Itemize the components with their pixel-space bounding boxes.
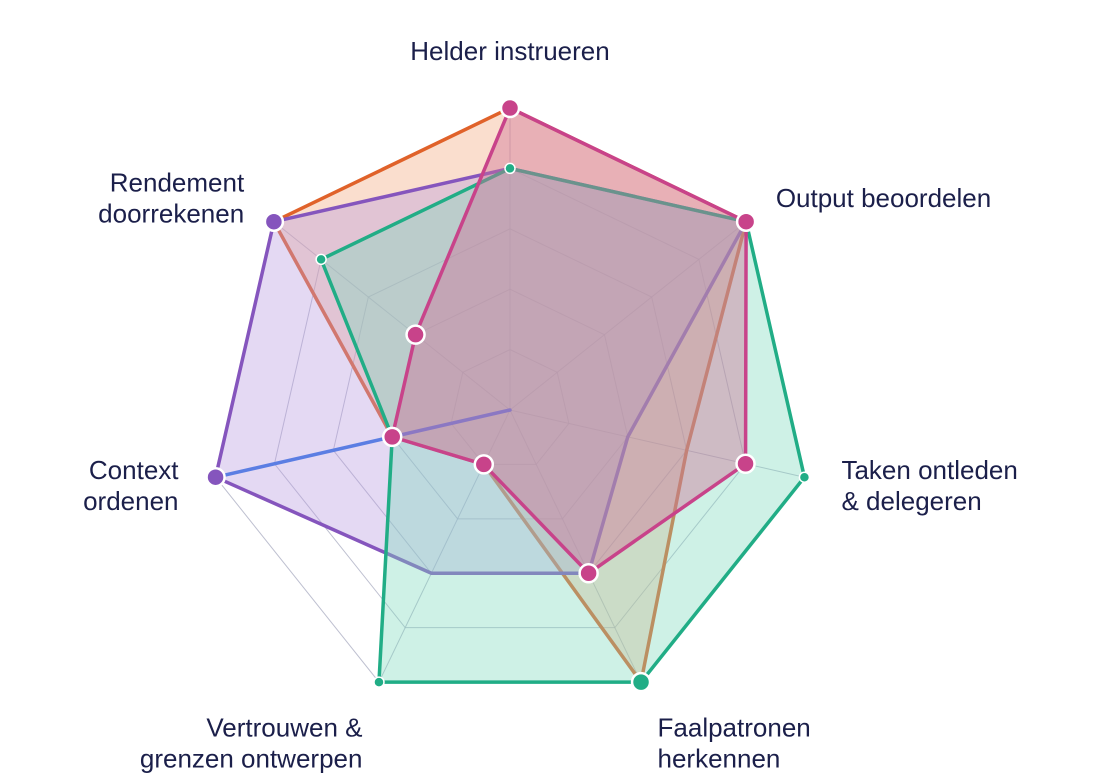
- series-4-point: [405, 324, 426, 345]
- axis-label-line: doorrekenen: [98, 199, 244, 229]
- radar-series: [213, 106, 807, 684]
- axis-spoke: [509, 409, 642, 683]
- series-4-point: [735, 453, 756, 475]
- series-0-point: [630, 671, 652, 693]
- axis-spoke: [509, 221, 747, 411]
- axis-label-line: & delegeren: [841, 486, 981, 516]
- axis-label-line: Vertrouwen &: [206, 712, 362, 742]
- series-4-point: [499, 97, 521, 119]
- series-2-point: [373, 676, 385, 688]
- axis-label: Output beoordelen: [776, 183, 991, 213]
- axis-label: Helder instrueren: [410, 36, 609, 66]
- axis-spoke: [273, 221, 511, 411]
- axis-label-line: Taken ontleden: [841, 455, 1017, 485]
- series-4-point: [578, 563, 599, 584]
- axis-label: Vertrouwen &grenzen ontwerpen: [140, 712, 363, 773]
- series-4-point: [381, 426, 403, 448]
- axis-label-line: Faalpatronen: [658, 712, 811, 742]
- series-4-point: [735, 211, 757, 232]
- radar-points: [205, 97, 811, 693]
- series-2-point: [315, 253, 327, 266]
- grid-ring: [450, 349, 570, 465]
- axis-label-line: Context: [89, 455, 179, 485]
- series-4-point: [473, 454, 495, 475]
- axis-label-line: ordenen: [83, 486, 178, 516]
- axis-label-line: Helder instrueren: [410, 36, 609, 66]
- axis-label-line: grenzen ontwerpen: [140, 743, 363, 773]
- axis-label-line: herkennen: [658, 743, 781, 773]
- series-1-area: [213, 166, 748, 576]
- axis-label-line: Output beoordelen: [776, 183, 991, 213]
- series-1-point: [263, 211, 285, 232]
- axis-label: Taken ontleden& delegeren: [841, 455, 1017, 516]
- series-1-point: [205, 466, 226, 488]
- series-2-point: [504, 162, 516, 175]
- series-2-point: [798, 471, 811, 483]
- series-2-area: [319, 166, 807, 684]
- axis-label-line: Rendement: [110, 168, 245, 198]
